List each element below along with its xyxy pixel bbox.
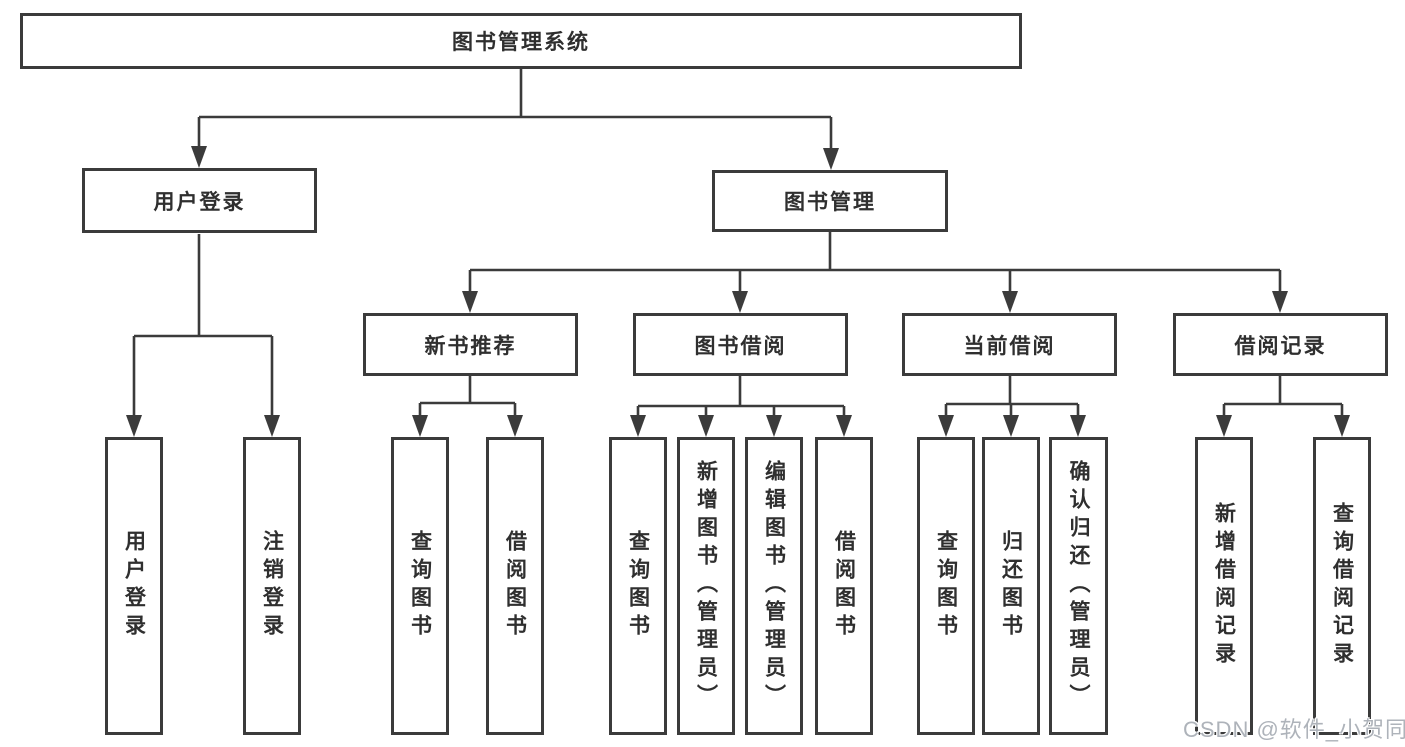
arrow-down-icon: [698, 415, 714, 437]
node-label: 当前借阅: [963, 334, 1056, 358]
node-records-query-record: 查询借阅记录: [1313, 437, 1371, 735]
node-label: 新增图书（管理员）: [694, 460, 718, 712]
node-library-management-system: 图书管理系统: [20, 13, 1022, 69]
arrow-down-icon: [938, 415, 954, 437]
node-label: 确认归还（管理员）: [1067, 460, 1090, 712]
arrowheads: [126, 146, 1350, 437]
node-label: 借阅图书: [832, 530, 856, 642]
node-label: 借阅记录: [1234, 334, 1327, 358]
node-login-user-login: 用户登录: [105, 437, 163, 735]
watermark: CSDN @软件_小贺同学: [1183, 717, 1405, 742]
arrow-down-icon: [1216, 415, 1232, 437]
node-label: 图书借阅: [694, 334, 787, 358]
node-label: 借阅图书: [503, 530, 527, 642]
arrow-down-icon: [126, 415, 142, 437]
arrow-down-icon: [766, 415, 782, 437]
node-label: 图书管理: [784, 191, 876, 214]
arrow-down-icon: [507, 415, 523, 437]
node-label: 查询图书: [934, 530, 958, 642]
connector-book-management-children: [468, 232, 1282, 297]
node-current-borrowing: 当前借阅: [902, 313, 1117, 376]
arrow-down-icon: [1070, 415, 1086, 437]
connector-new-book-recommend-children: [418, 376, 517, 421]
node-current-confirm-return: 确认归还（管理员）: [1049, 437, 1108, 735]
node-label: 查询借阅记录: [1330, 502, 1354, 670]
node-book-borrowing: 图书借阅: [633, 313, 848, 376]
arrow-down-icon: [823, 148, 839, 170]
arrow-down-icon: [462, 291, 478, 313]
node-borrowing-records: 借阅记录: [1173, 313, 1388, 376]
node-records-add-record: 新增借阅记录: [1195, 437, 1253, 735]
arrow-down-icon: [1003, 415, 1019, 437]
node-label: 图书管理系统: [452, 31, 590, 54]
connector-user-login-children: [132, 234, 274, 421]
connector-current-borrowing-children: [944, 376, 1080, 421]
arrow-down-icon: [191, 146, 207, 168]
node-label: 编辑图书（管理员）: [762, 460, 786, 712]
arrow-down-icon: [1272, 291, 1288, 313]
connector-root-to-level2: [197, 69, 833, 154]
node-current-return-books: 归还图书: [982, 437, 1040, 735]
arrow-down-icon: [264, 415, 280, 437]
arrow-down-icon: [630, 415, 646, 437]
node-book-management: 图书管理: [712, 170, 948, 232]
node-new-book-recommend: 新书推荐: [363, 313, 578, 376]
node-borrowing-add-books: 新增图书（管理员）: [677, 437, 735, 735]
connector-borrowing-records-children: [1222, 376, 1344, 421]
arrow-down-icon: [1002, 291, 1018, 313]
node-label: 查询图书: [626, 530, 650, 642]
node-recommend-query-books: 查询图书: [391, 437, 449, 735]
node-label: 新书推荐: [424, 334, 517, 358]
node-label: 用户登录: [122, 530, 146, 642]
connector-book-borrowing-children: [636, 376, 846, 421]
node-label: 归还图书: [999, 530, 1023, 642]
node-label: 查询图书: [408, 530, 432, 642]
node-borrowing-query-books: 查询图书: [609, 437, 667, 735]
node-recommend-borrow-books: 借阅图书: [486, 437, 544, 735]
arrow-down-icon: [412, 415, 428, 437]
node-current-query-books: 查询图书: [917, 437, 975, 735]
node-borrowing-edit-books: 编辑图书（管理员）: [745, 437, 803, 735]
arrow-down-icon: [1334, 415, 1350, 437]
arrow-down-icon: [836, 415, 852, 437]
node-label: 注销登录: [260, 530, 284, 642]
node-borrowing-borrow-books: 借阅图书: [815, 437, 873, 735]
node-label: 用户登录: [153, 190, 246, 214]
node-user-login: 用户登录: [82, 168, 317, 233]
connector-paths: [132, 69, 1344, 421]
arrow-down-icon: [732, 291, 748, 313]
node-label: 新增借阅记录: [1212, 502, 1236, 670]
node-login-logout: 注销登录: [243, 437, 301, 735]
